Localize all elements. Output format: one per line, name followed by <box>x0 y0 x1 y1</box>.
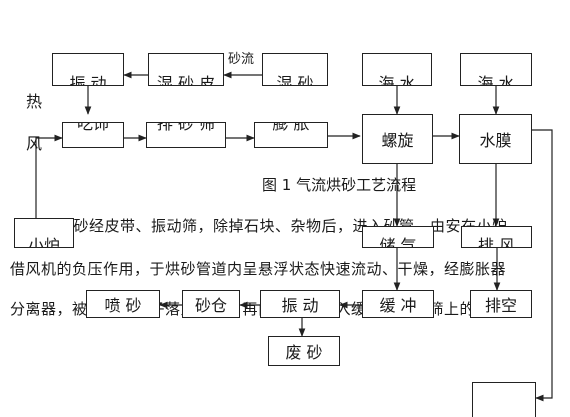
box-wet-sand-label: 湿 砂 <box>276 74 314 86</box>
box-expand: 膨 胀 <box>254 122 328 148</box>
top-fragment-text: 砂流 <box>228 52 255 67</box>
box-mid-b-label: 排 风 <box>477 236 516 248</box>
box-vibrate-bottom: 振 动 <box>260 290 340 318</box>
box-vibrate-bottom-label: 振 动 <box>281 296 319 315</box>
box-water-1: 海 水 <box>362 53 432 86</box>
box-mid-b: 排 风 <box>461 226 532 248</box>
box-wet-belt-label: 湿 砂 皮 <box>156 74 216 86</box>
box-blast-sand-label: 喷 砂 <box>104 296 142 315</box>
figure-caption: 图 1 气流烘砂工艺流程 <box>262 176 417 194</box>
box-waste-sand-label: 废 砂 <box>285 343 323 362</box>
box-film-label: 水膜 <box>479 131 512 150</box>
box-water-2-label: 海 水 <box>477 74 515 86</box>
box-mid-a: 储 气 <box>362 226 434 248</box>
box-blast-sand: 喷 砂 <box>86 290 160 318</box>
arrow-hotair <box>35 134 63 225</box>
side-label-wind: 风 <box>26 134 43 153</box>
box-buffer: 缓 冲 <box>362 290 434 318</box>
box-wet-belt: 湿 砂 皮 <box>148 53 224 86</box>
box-sand-silo: 砂仓 <box>182 290 240 318</box>
box-offscreen-bottom <box>472 382 536 417</box>
box-drying-screen: 吃饰 <box>62 122 124 148</box>
box-expand-label: 膨 胀 <box>272 122 310 133</box>
box-spiral-label: 螺旋 <box>381 131 414 150</box>
paragraph-line-1: 湿砂经皮带、振动筛，除掉石块、杂物后，进入砂管，由安在小炉 <box>58 217 508 235</box>
box-sand-screen-label: 排 砂 筛 <box>156 122 216 133</box>
box-drying-screen-label: 吃饰 <box>76 122 109 133</box>
box-left-small-label: 小炉 <box>27 236 60 248</box>
box-buffer-label: 缓 冲 <box>379 296 417 315</box>
box-water-1-label: 海 水 <box>378 74 416 86</box>
box-sand-screen: 排 砂 筛 <box>146 122 226 148</box>
arrow-film-right-down <box>532 129 553 402</box>
box-mid-a-label: 储 气 <box>379 236 417 248</box>
side-label-hot: 热 <box>26 92 43 111</box>
box-exhaust-label: 排空 <box>484 296 517 315</box>
box-film: 水膜 <box>459 114 532 164</box>
box-wet-sand: 湿 砂 <box>262 53 328 86</box>
box-vibrate-top-label: 振 动 <box>69 74 107 86</box>
box-sand-silo-label: 砂仓 <box>194 296 227 315</box>
box-exhaust: 排空 <box>470 290 532 318</box>
box-vibrate-top: 振 动 <box>52 53 124 86</box>
box-spiral: 螺旋 <box>362 114 433 164</box>
box-waste-sand: 废 砂 <box>268 336 340 366</box>
box-water-2: 海 水 <box>460 53 532 86</box>
paragraph-line-2: 借风机的负压作用，于烘砂管道内呈悬浮状态快速流动、干燥，经膨胀器 <box>10 260 507 278</box>
box-left-small: 小炉 <box>14 218 74 248</box>
